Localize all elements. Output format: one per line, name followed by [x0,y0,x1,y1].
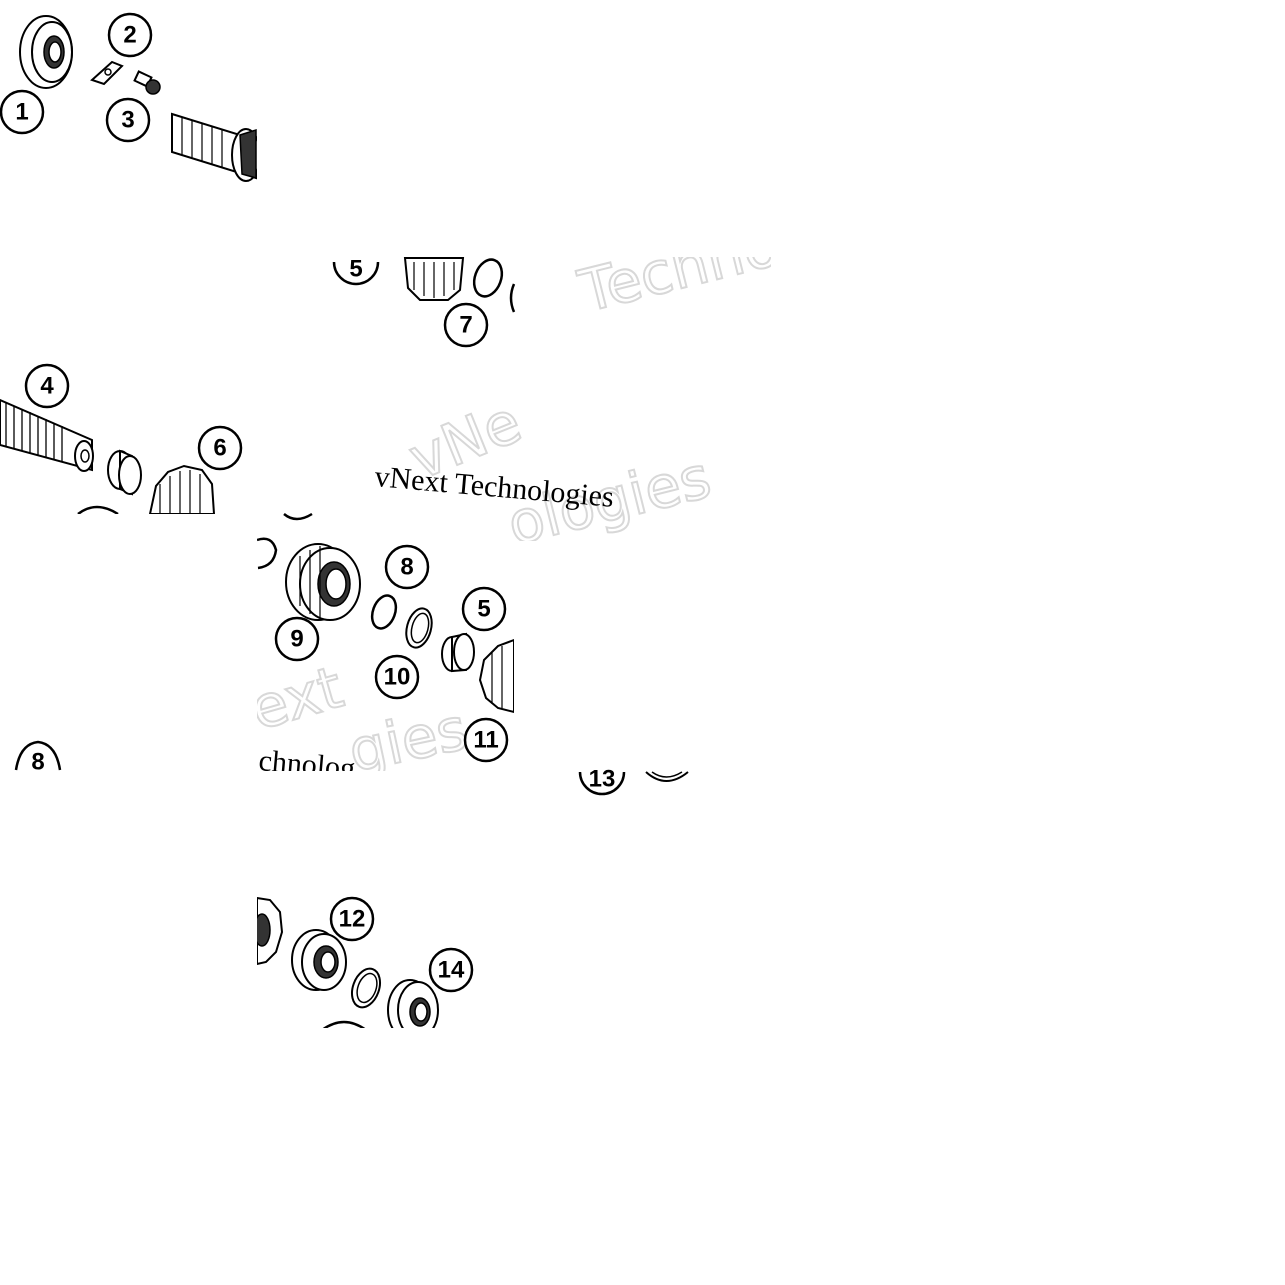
svg-text:1: 1 [15,99,28,126]
circlip-part-tile2 [472,258,504,298]
callout-14: 14 [428,947,474,993]
svg-text:6: 6 [213,435,226,462]
svg-text:11: 11 [473,727,498,754]
callout-7: 7 [443,302,489,348]
svg-text:8: 8 [400,554,413,581]
svg-text:7: 7 [459,312,472,339]
watermark-serif: vNext Technologies [373,460,615,514]
gear-part-tile2 [403,257,465,301]
gear-part-tile6-edge [253,896,284,966]
washer-part-tile6 [350,967,382,1009]
bushing-part-tile3 [107,449,142,496]
callout-4: 4 [24,363,70,409]
svg-text:13: 13 [589,766,616,793]
washer-part-tile2-edge [509,283,516,313]
circlip-part-tile4-left [256,537,278,570]
callout-8-partial: 8 [31,749,44,776]
svg-text:12: 12 [339,906,366,933]
bearing-part-1 [19,15,73,89]
svg-text:4: 4 [40,373,54,400]
shaft-part-tile1 [171,112,261,182]
callout-edge-tile3 [77,505,119,516]
callout-2: 2 [107,12,153,58]
callout-11: 11 [463,717,509,763]
callout-6: 6 [197,425,243,471]
svg-text:9: 9 [290,626,303,653]
callout-10: 10 [374,654,420,700]
circlip-part-8 [370,594,398,630]
gear-part-11-edge [478,638,515,714]
svg-text:14: 14 [438,957,465,984]
washer-part-10 [405,607,433,649]
callout-9: 9 [274,616,320,662]
gear-part-tile7-edge [645,771,689,782]
svg-text:2: 2 [123,22,136,49]
gear-part-6 [148,464,216,515]
callout-edge-tile4 [283,512,313,521]
callout-edge-tile6 [321,1020,367,1032]
callout-8: 8 [384,544,430,590]
main-shaft-part-4 [0,398,94,472]
svg-text:3: 3 [121,107,134,134]
gear-part-9 [285,543,361,621]
callout-13: 13 [578,766,626,796]
gear-part-12 [291,929,347,991]
bushing-part-5 [441,632,475,673]
callout-1: 1 [0,89,45,135]
lock-plate-part-2 [90,60,124,86]
svg-text:5: 5 [349,256,362,283]
watermark-outline-d: ext [243,653,350,744]
callout-5-lower: 5 [461,586,507,632]
callout-edge-8b [14,740,62,771]
bearing-part-14 [387,979,439,1041]
svg-text:5: 5 [477,596,490,623]
svg-text:8: 8 [31,749,44,776]
callout-12: 12 [329,896,375,942]
callout-3: 3 [105,97,151,143]
svg-text:10: 10 [384,664,411,691]
callout-5-upper: 5 [332,256,380,286]
screw-part-3 [133,70,161,95]
